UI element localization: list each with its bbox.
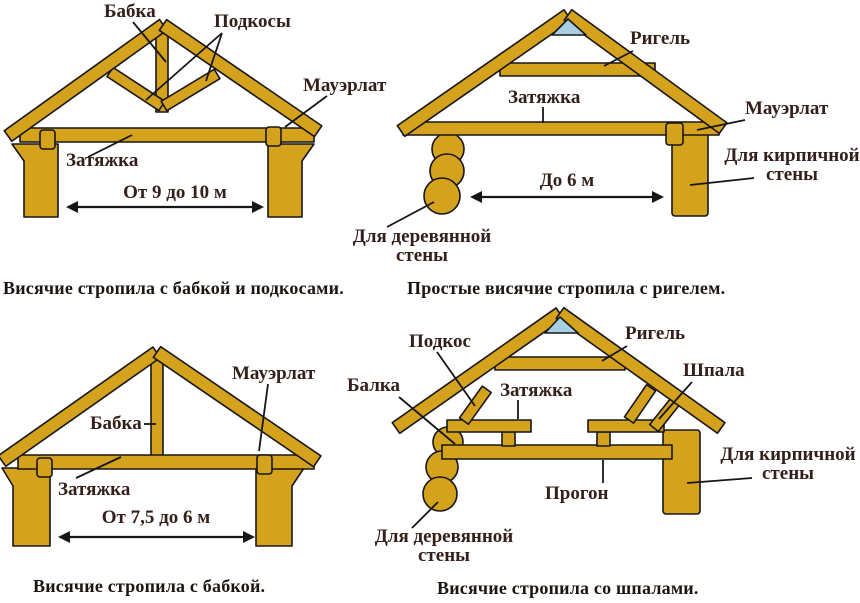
mauerlat-block-right [265,126,282,147]
label-zatyazhka-p3: Затяжка [58,479,131,500]
rafter-right [555,306,726,435]
label-rigel-p2: Ригель [630,28,691,49]
pillar-right [267,143,315,218]
gable-window [551,18,587,36]
pointer-lines [75,383,269,479]
arrowhead-right [652,191,664,203]
strut-right [160,68,221,112]
mauerlat-block-left [36,457,53,478]
caption-p4: Висячие стропила со шпалами. [437,578,699,598]
dimension-text-p1: От 9 до 10 м [123,182,227,203]
log-3 [422,476,458,512]
pointer-lines [398,345,753,529]
caption-p1: Висячие стропила с бабкой и подкосами. [3,278,344,298]
sleeper-platform-right [587,419,665,433]
dimension-arrow [470,191,664,203]
label-progon-p4: Прогон [545,483,609,504]
rafter-right [158,18,323,138]
label-wood-wall-p2: Для деревянной стены [352,226,492,267]
king-post [150,356,164,457]
label-podkos-p4: Подкос [409,331,471,352]
arrowhead-left [470,191,482,203]
label-mauerlat-p2: Мауэрлат [745,98,829,119]
truss-babka [0,345,322,547]
label-babka-p1: Бабка [104,1,156,22]
arrowhead-right [243,531,255,543]
arrowhead-left [66,201,78,213]
mauerlat-block-left [39,129,56,150]
label-wood-wall-p4: Для деревянной стены [374,526,514,567]
pillar-right [255,467,305,547]
mauerlat-block [665,122,684,146]
label-mauerlat-p1: Мауэрлат [303,75,387,96]
truss-shpaly [391,306,753,529]
wood-wall-pointer-line [411,501,439,529]
zatyazhka-pointer-line [75,456,122,479]
post-right [596,431,611,447]
caption-p2: Простые висячие стропила с ригелем. [407,278,726,298]
strut-right [623,383,657,424]
dimension-text-p2: До 6 м [539,170,595,191]
shpala-pointer-line [658,381,693,420]
brick-wall-pointer-line [689,177,755,186]
pillar-brick [662,429,701,515]
label-brick-wall-p4: Для кирпичной стены [720,444,856,485]
caption-p3: Висячие стропила с бабкой. [33,576,266,596]
label-shpala-p4: Шпала [683,360,745,381]
rigel-pointer-line [601,345,628,362]
podkosy-pointer-line-2 [205,32,223,82]
sleeper-platform-left [446,419,532,433]
pillar-left [11,143,59,218]
label-zatyazhka-p1: Затяжка [66,150,139,171]
mauerlat-pointer-line [284,95,328,128]
log-3 [423,177,461,215]
balka-pointer-line [398,396,456,445]
zatyazhka-pointer-line [87,134,133,158]
pointer-lines [386,50,755,228]
truss-rigel [386,8,755,228]
mauerlat-block-right [256,454,273,475]
gable-window [544,316,579,334]
podkos-pointer-line [436,351,476,407]
babka-pointer-line [132,21,167,63]
pillar-left [1,467,51,547]
dimension-text-p3: От 7,5 до 6 м [101,507,211,528]
wood-wall-pointer-line [386,201,435,228]
dimension-arrow [66,201,264,213]
label-podkosy-p1: Подкосы [214,11,291,32]
podkosy-pointer-line-1 [145,32,223,101]
truss-babka-podkosy [3,18,328,218]
mauerlat-pointer-line [696,119,746,131]
label-zatyazhka-p2: Затяжка [508,87,581,108]
rafter-left [3,18,168,143]
rafter-right [563,8,728,135]
rafter-right [152,345,322,468]
label-brick-wall-p2: Для кирпичной стены [724,145,860,186]
label-mauerlat-p3: Мауэрлат [232,363,316,384]
post-left [501,431,516,447]
arrowhead-right [252,201,264,213]
strut-left [106,66,166,112]
label-rigel-p4: Ригель [625,323,686,344]
pointer-lines [87,21,328,158]
dimension-arrow [58,531,255,543]
label-zatyazhka-p4: Затяжка [500,380,573,401]
label-babka-p3: Бабка [90,413,142,434]
brick-wall-pointer-line [686,477,753,484]
floor-beam-balka [441,444,673,460]
rafter-left [0,346,162,468]
arrowhead-left [58,531,70,543]
mauerlat-pointer-line [258,383,269,452]
label-balka-p4: Балка [347,375,401,396]
rigel-pointer-line [603,50,634,67]
